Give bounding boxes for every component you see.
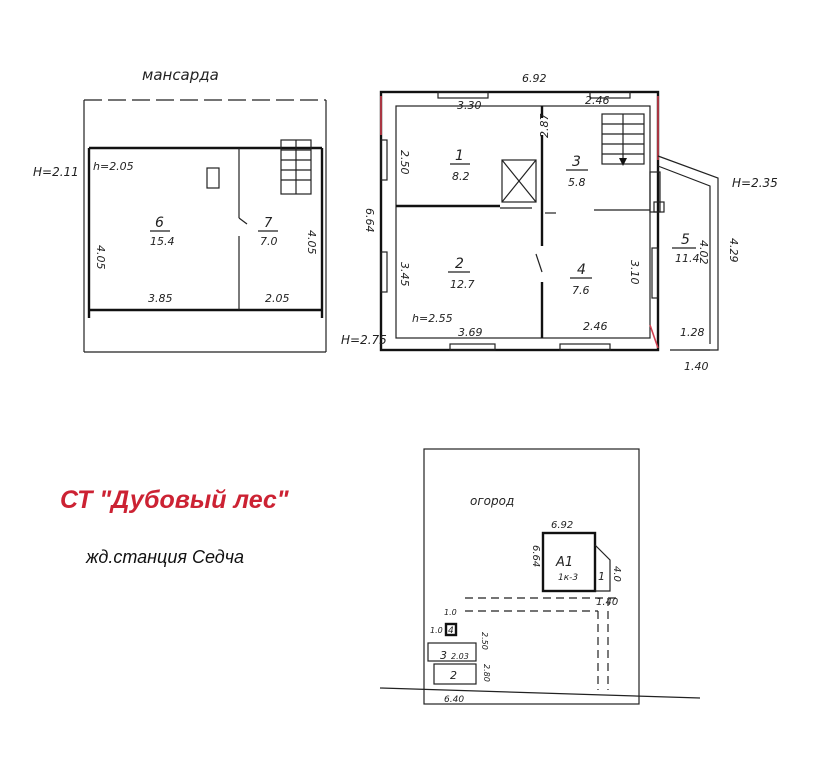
site-shed3-dim: 2.50 (480, 632, 489, 650)
ground-chimney (501, 159, 537, 203)
ground-door-swing (535, 253, 543, 273)
ground-room2-area: 12.7 (450, 278, 475, 291)
ground-windows (380, 91, 659, 351)
attic-room7-num: 7 (264, 216, 273, 231)
ground-room5-area: 11.4 (675, 252, 700, 265)
site-bottom-width: 6.40 (444, 695, 464, 705)
site-veranda-dim: 4.0 (611, 566, 622, 582)
attic-door-swing (238, 217, 248, 225)
site-small-label: 4 (448, 626, 454, 636)
ground-room4-area: 7.6 (572, 284, 590, 297)
ground-dim-left2: 3.45 (398, 262, 411, 287)
ground-veranda-height: H=2.35 (732, 176, 778, 190)
site-shed2-label: 2 (450, 669, 457, 682)
site-shed2-dim: 2.80 (482, 664, 491, 682)
ground-dim-veranda-bottom1: 1.28 (680, 326, 705, 339)
site-shed3 (427, 642, 477, 662)
attic-plan: мансарда H=2.11 h=2.05 6 15.4 7 7.0 (33, 66, 327, 353)
ground-red-mark-corner (649, 324, 659, 349)
site-shed2 (433, 663, 477, 685)
ground-inner-wall (395, 105, 651, 339)
ground-dim-right-inner: 3.10 (628, 260, 641, 285)
site-veranda (594, 544, 611, 592)
attic-dim-bottom1: 3.85 (148, 292, 173, 305)
site-house-width: 6.92 (551, 520, 573, 531)
ground-height-outer: H=2.75 (341, 333, 387, 347)
ground-room3-num: 3 (572, 154, 581, 170)
ground-dim-top2: 2.46 (585, 94, 610, 107)
site-small-dim-left: 1.0 (430, 626, 443, 635)
attic-dim-left: 4.05 (94, 245, 107, 270)
site-veranda-width: 1.40 (596, 597, 618, 608)
ground-dim-left1: 2.50 (398, 150, 411, 175)
ground-plan: 6.92 3.30 2.46 6.64 2.50 3.45 2.87 3.10 … (341, 72, 778, 373)
ground-room3-area: 5.8 (568, 176, 586, 189)
ground-dim-veranda-out: 4.29 (727, 238, 740, 263)
ground-outer-wall (379, 90, 660, 352)
site-garden-label: огород (470, 494, 514, 508)
ground-dim-veranda-in: 4.02 (697, 240, 710, 265)
attic-room6-area: 15.4 (150, 235, 175, 248)
site-shed3-label: 3 (440, 649, 447, 662)
site-road-line (379, 687, 701, 699)
ground-dim-bottom2: 2.46 (583, 320, 608, 333)
ground-dim-top1: 3.30 (457, 99, 482, 112)
ground-room2-num: 2 (455, 256, 464, 272)
attic-dim-right: 4.05 (305, 230, 318, 255)
site-plan: огород 6.92 6.64 А1 1к-3 1 4.0 1.40 4 1.… (379, 448, 701, 705)
ground-room1-area: 8.2 (452, 170, 470, 183)
site-small-building (444, 622, 458, 637)
attic-height-inner: h=2.05 (93, 160, 134, 173)
document-title: СТ "Дубовый лес" (60, 486, 289, 514)
ground-room4-num: 4 (577, 262, 586, 278)
site-shed3-sub: 2.03 (451, 652, 469, 661)
site-house-height: 6.64 (530, 545, 541, 567)
ground-room1-num: 1 (455, 148, 464, 164)
ground-dim-top-total: 6.92 (522, 72, 547, 85)
attic-room7-area: 7.0 (260, 235, 278, 248)
site-house (541, 531, 597, 593)
attic-room6-num: 6 (155, 215, 164, 231)
document-subtitle: жд.станция Седча (86, 547, 245, 567)
site-house-sub: 1к-3 (558, 573, 578, 583)
attic-stairs (280, 139, 312, 195)
ground-dim-bottom1: 3.69 (458, 326, 483, 339)
ground-height-inner: h=2.55 (412, 312, 453, 325)
attic-height-outer: H=2.11 (33, 165, 79, 179)
ground-room5-num: 5 (681, 232, 690, 248)
ground-dim-inner-v: 2.87 (538, 114, 551, 139)
site-veranda-label: 1 (598, 570, 605, 583)
site-boundary (423, 448, 640, 705)
ground-stairs (601, 113, 645, 166)
attic-label: мансарда (142, 66, 219, 84)
site-small-dim-top: 1.0 (444, 608, 457, 617)
site-house-label: А1 (555, 555, 573, 570)
attic-dim-bottom2: 2.05 (265, 292, 290, 305)
site-path (465, 597, 620, 690)
ground-dim-left-total: 6.64 (363, 208, 376, 233)
ground-dim-veranda-bottom2: 1.40 (684, 360, 709, 373)
attic-chimney (206, 167, 220, 189)
